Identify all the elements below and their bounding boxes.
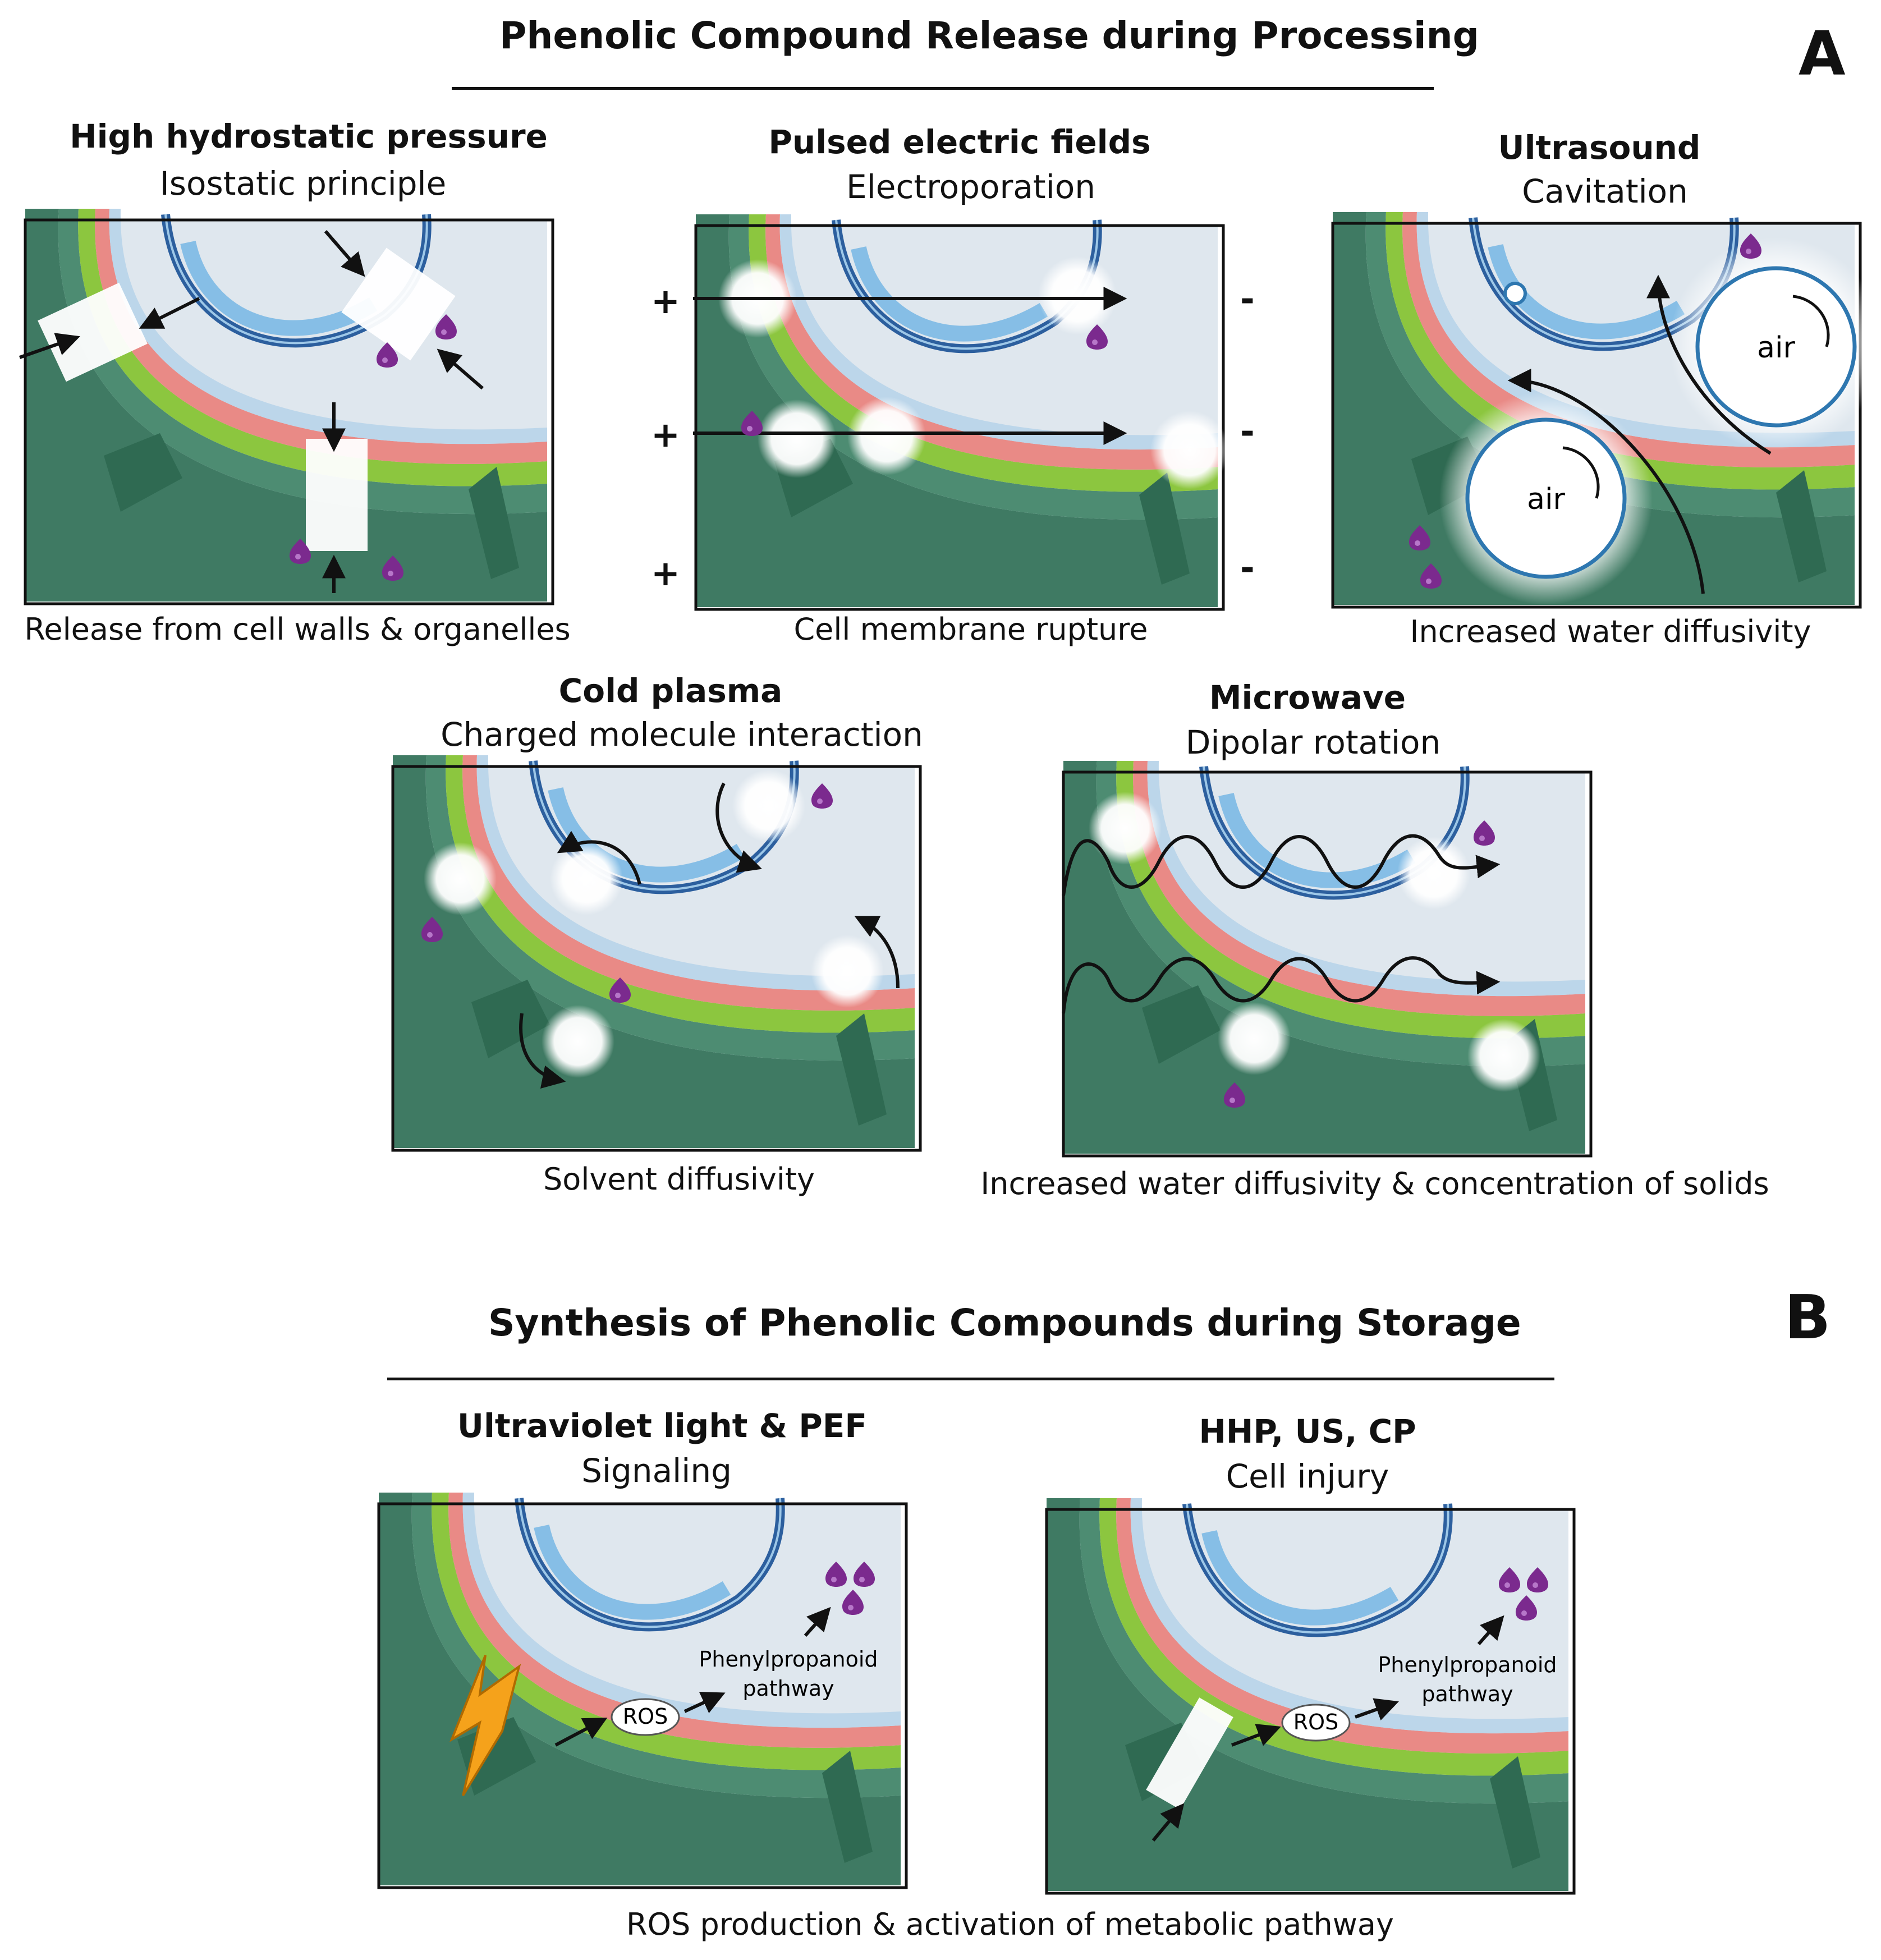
us-caption: Increased water diffusivity <box>1410 614 1811 649</box>
pathway-label-1a: Phenylpropanoid <box>699 1647 878 1672</box>
pef-minus-1: - <box>1240 278 1255 319</box>
pef-plus-1: + <box>651 281 680 322</box>
uv-title: Ultraviolet light & PEF <box>457 1407 868 1445</box>
pathway-label-2a: Phenylpropanoid <box>1378 1653 1557 1677</box>
section-b-rule <box>387 1378 1554 1380</box>
ros-label-1: ROS <box>623 1704 668 1729</box>
uv-subtitle: Signaling <box>581 1452 732 1490</box>
mw-caption: Increased water diffusivity & concentrat… <box>980 1166 1769 1201</box>
us-panel <box>1333 212 1881 607</box>
section-a-title: Phenolic Compound Release during Process… <box>499 14 1479 57</box>
us-subtitle: Cavitation <box>1522 172 1688 210</box>
us-title: Ultrasound <box>1498 128 1701 167</box>
section-b-caption: ROS production & activation of metabolic… <box>626 1907 1394 1942</box>
air-label-1: air <box>1757 331 1795 365</box>
section-a-rule <box>452 87 1434 90</box>
injury-panel <box>1047 1498 1574 1893</box>
cp-subtitle: Charged molecule interaction <box>441 715 923 754</box>
pef-title: Pulsed electric fields <box>768 123 1151 161</box>
hhp-title: High hydrostatic pressure <box>70 117 548 155</box>
uv-panel <box>379 1493 906 1888</box>
mw-title: Microwave <box>1209 678 1406 717</box>
hhp-subtitle: Isostatic principle <box>159 164 447 203</box>
air-label-2: air <box>1527 483 1565 516</box>
pathway-label-1b: pathway <box>742 1676 834 1701</box>
cp-panel <box>393 755 920 1150</box>
injury-subtitle: Cell injury <box>1226 1457 1389 1495</box>
pathway-label-2b: pathway <box>1421 1682 1513 1706</box>
injury-title: HHP, US, CP <box>1199 1412 1416 1451</box>
ros-label-2: ROS <box>1293 1710 1338 1734</box>
pef-minus-2: - <box>1240 411 1255 452</box>
panel-letter-b: B <box>1784 1283 1831 1353</box>
hhp-caption: Release from cell walls & organelles <box>24 612 571 647</box>
pef-plus-3: + <box>651 553 680 594</box>
pef-panel <box>693 214 1229 609</box>
pef-minus-3: - <box>1240 547 1255 588</box>
cp-title: Cold plasma <box>558 672 783 710</box>
section-b-title: Synthesis of Phenolic Compounds during S… <box>488 1301 1521 1344</box>
pef-plus-2: + <box>651 414 680 455</box>
mw-panel <box>1063 761 1591 1156</box>
lightning-icon <box>449 1655 521 1797</box>
pef-subtitle: Electroporation <box>846 168 1095 206</box>
cp-caption: Solvent diffusivity <box>543 1162 815 1197</box>
pef-caption: Cell membrane rupture <box>793 612 1148 647</box>
hhp-panel <box>20 209 553 604</box>
mw-subtitle: Dipolar rotation <box>1185 723 1441 761</box>
panel-letter-a: A <box>1799 19 1846 89</box>
